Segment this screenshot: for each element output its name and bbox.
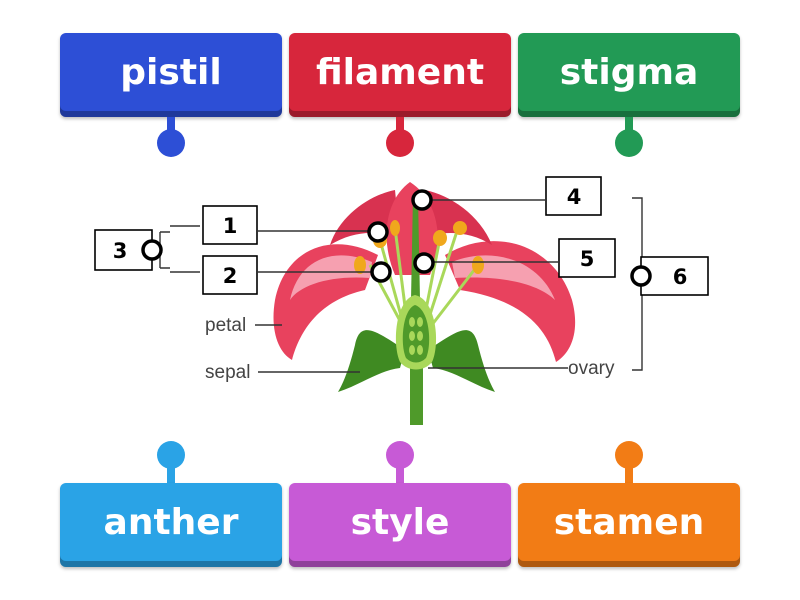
drop-target-3[interactable] (141, 239, 163, 261)
number-box-5: 5 (558, 238, 616, 278)
svg-text:5: 5 (580, 247, 595, 271)
style (411, 195, 420, 300)
tile-pin[interactable] (157, 129, 185, 157)
answer-tile-label: stamen (553, 501, 705, 543)
svg-text:1: 1 (223, 214, 238, 238)
label-sepal: sepal (205, 362, 250, 383)
ovules (409, 317, 423, 355)
answer-tile-label: pistil (120, 51, 222, 93)
sepal-right (428, 330, 495, 392)
label-ovary: ovary (568, 358, 615, 379)
answer-tile-stamen[interactable]: stamen (518, 483, 740, 567)
svg-text:3: 3 (113, 239, 128, 263)
answer-tile-pistil[interactable]: pistil (60, 33, 282, 117)
number-box-4: 4 (545, 176, 602, 216)
tile-pin[interactable] (615, 129, 643, 157)
number-box-6: 6 (640, 256, 709, 296)
drop-target-5[interactable] (413, 252, 435, 274)
petal-left-shade (290, 255, 372, 300)
anthers (354, 220, 484, 274)
answer-tile-style[interactable]: style (289, 483, 511, 567)
tile-connector (396, 117, 404, 139)
svg-text:6: 6 (673, 265, 688, 289)
svg-text:4: 4 (567, 185, 582, 209)
drop-target-6[interactable] (630, 265, 652, 287)
leader-lines (159, 197, 643, 373)
tile-connector (625, 117, 633, 139)
number-box-2: 2 (202, 255, 258, 295)
sepal-left (338, 330, 405, 392)
tile-connector (625, 462, 633, 484)
tile-connector (396, 462, 404, 484)
answer-tile-label: anther (103, 501, 239, 543)
tile-connector (167, 117, 175, 139)
answer-tile-label: style (350, 501, 450, 543)
answer-tile-filament[interactable]: filament (289, 33, 511, 117)
label-petal: petal (205, 315, 246, 336)
answer-tile-label: stigma (559, 51, 699, 93)
tile-pin[interactable] (386, 129, 414, 157)
number-box-1: 1 (202, 205, 258, 245)
drop-target-1[interactable] (367, 221, 389, 243)
answer-tile-label: filament (315, 51, 485, 93)
svg-text:2: 2 (223, 264, 238, 288)
stem (410, 360, 423, 425)
answer-tile-stigma[interactable]: stigma (518, 33, 740, 117)
answer-tile-anther[interactable]: anther (60, 483, 282, 567)
tile-connector (167, 462, 175, 484)
drop-target-4[interactable] (411, 189, 433, 211)
flower-illustration (273, 182, 576, 425)
drop-target-2[interactable] (370, 261, 392, 283)
